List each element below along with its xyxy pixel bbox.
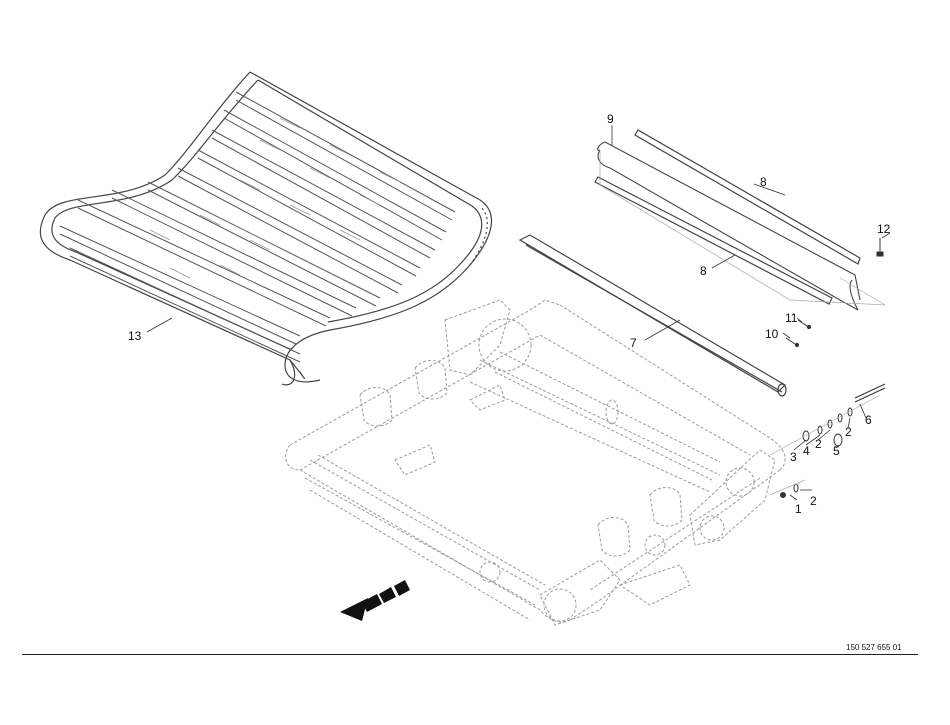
main-frame — [285, 299, 786, 626]
label-9: 9 — [607, 112, 614, 126]
label-10: 10 — [765, 327, 779, 341]
label-7: 7 — [630, 336, 637, 350]
label-4: 4 — [803, 444, 810, 458]
label-2-bottom: 2 — [810, 494, 817, 508]
bolt-6 — [854, 383, 886, 403]
direction-arrow — [340, 580, 410, 621]
upper-roller — [494, 351, 721, 481]
label-3: 3 — [790, 450, 797, 464]
pin-11 — [797, 319, 812, 330]
label-13: 13 — [128, 329, 142, 343]
cover-plate — [597, 141, 861, 311]
bottom-rule — [22, 654, 918, 655]
pin-10 — [785, 337, 800, 348]
label-12: 12 — [877, 222, 891, 236]
document-number: 150 527 655 01 — [846, 643, 902, 652]
strip-upper — [634, 129, 861, 265]
label-1: 1 — [795, 502, 802, 516]
strip-lower — [594, 176, 833, 305]
label-11: 11 — [785, 311, 798, 325]
label-6: 6 — [865, 413, 872, 427]
assembly-guide-lines — [599, 150, 886, 306]
leader-lines — [146, 125, 891, 501]
label-2-top: 2 — [845, 425, 852, 439]
label-5: 5 — [833, 444, 840, 458]
label-2-middle: 2 — [815, 437, 822, 451]
profile-rail — [518, 234, 787, 397]
screw-12 — [876, 238, 884, 257]
hardware-guide-lines — [769, 394, 881, 496]
conveyor-belt-assembly — [39, 71, 493, 386]
label-8-upper: 8 — [760, 175, 767, 189]
label-8-lower: 8 — [700, 264, 707, 278]
part-labels: 13 7 8 8 9 12 11 10 6 2 5 2 4 3 2 1 — [128, 112, 891, 516]
